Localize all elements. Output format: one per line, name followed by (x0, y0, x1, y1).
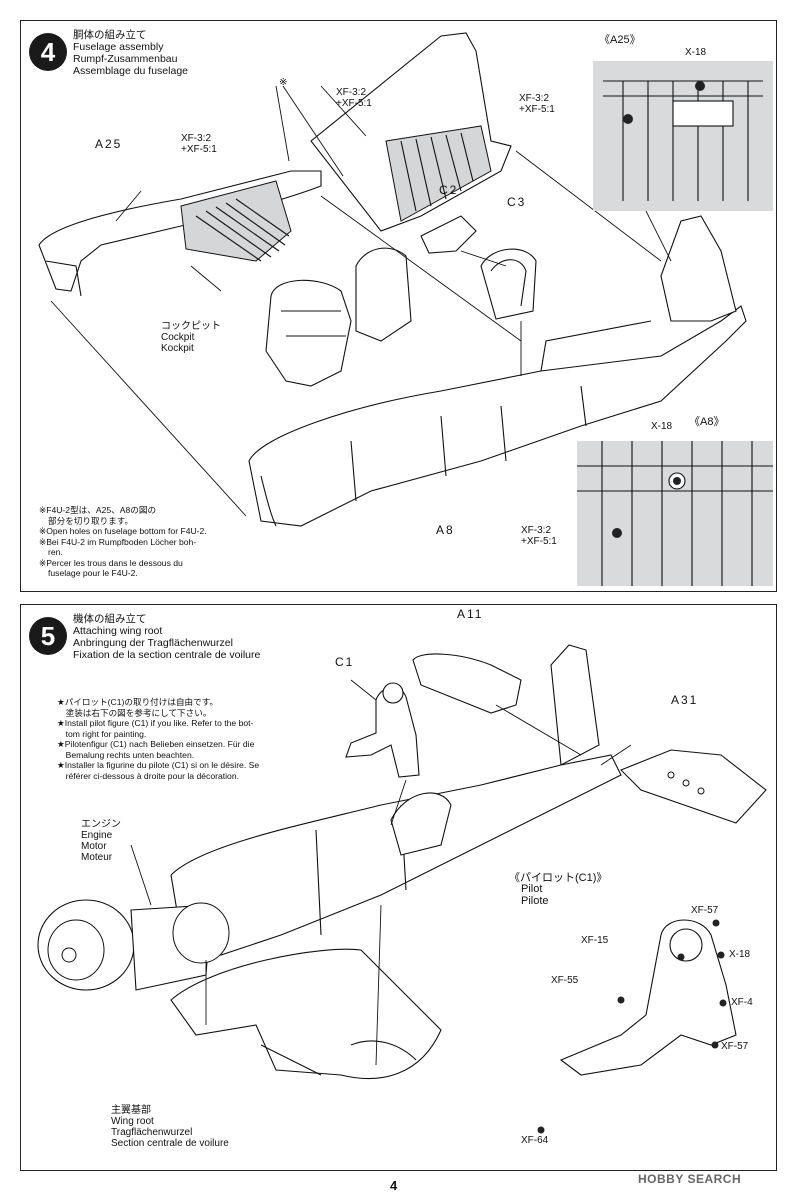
inset-a25-detail (593, 61, 773, 211)
pilot-label-en: Pilot (521, 883, 543, 895)
step-number-badge: 5 (29, 617, 67, 655)
title-jp: 機体の組み立て (73, 613, 147, 625)
wing-root-assembly-illustration (37, 644, 767, 1134)
cockpit-label-de: Kockpit (161, 343, 194, 354)
pilot-install-notes: ★パイロット(C1)の取り付けは自由です。 塗装は右下の図を参考にして下さい。 … (57, 697, 259, 781)
title-en: Attaching wing root (73, 625, 163, 637)
title-de: Rumpf-Zusammenbau (73, 53, 178, 65)
step-5-panel: 5 機体の組み立て Attaching wing root Anbringung… (20, 604, 777, 1171)
note-line: ※Percer les trous dans le dessous du (39, 557, 183, 568)
cockpit-label-jp: コックピット (161, 321, 221, 332)
note-line: ★パイロット(C1)の取り付けは自由です。 (57, 697, 219, 707)
note-line: ※Open holes on fuselage bottom for F4U-2… (39, 526, 207, 536)
wing-root-label: 主翼基部 Wing root Tragflächenwurzel Section… (111, 1105, 229, 1149)
note-line: fuselage pour le F4U-2. (48, 568, 138, 578)
paint-xf4: XF-4 (731, 997, 753, 1008)
wing-root-label-fr: Section centrale de voilure (111, 1138, 229, 1149)
note-line: référer ci-dessous à droite pour la déco… (57, 770, 239, 781)
title-fr: Assemblage du fuselage (73, 65, 188, 77)
pilot-detail-label: Pilot Pilote (521, 883, 549, 907)
part-label-a25: A25 (95, 137, 123, 151)
inset-a25-paint: XF-3:2 +XF-5:1 (519, 93, 555, 115)
part-label-c3: C3 (507, 195, 527, 209)
paint-xf57-bottom: XF-57 (721, 1041, 749, 1052)
note-line: tom right for painting. (57, 728, 147, 739)
note-line: 部分を切り取ります。 (48, 515, 134, 526)
title-en: Fuselage assembly (73, 41, 164, 53)
page-number: 4 (390, 1178, 398, 1193)
part-label-c1: C1 (335, 655, 355, 669)
wing-root-label-jp: 主翼基部 (111, 1105, 151, 1116)
engine-label-de: Motor (81, 841, 107, 852)
pilot-label-fr: Pilote (521, 895, 549, 907)
part-label-a8: A8 (436, 523, 455, 537)
title-fr: Fixation de la section centrale de voilu… (73, 649, 261, 661)
inset-a8-caption: 《A8》 (689, 416, 725, 428)
engine-label-en: Engine (81, 830, 113, 841)
wing-root-label-en: Wing root (111, 1116, 154, 1127)
note-line: ★Pilotenfigur (C1) nach Belieben einsetz… (57, 739, 255, 749)
step-number-badge: 4 (29, 33, 67, 71)
paint-callout-tail: XF-3:2 +XF-5:1 (336, 87, 372, 109)
f4u2-notes: ※F4U-2型は、A25、A8の図の 部分を切り取ります。 ※Open hole… (39, 505, 207, 579)
cockpit-label-en: Cockpit (161, 332, 195, 343)
note-line: 塗装は右下の図を参考にして下さい。 (57, 707, 212, 718)
inset-a25-caption: 《A25》 (599, 34, 641, 46)
note-line: ※F4U-2型は、A25、A8の図の (39, 505, 157, 515)
site-watermark: HOBBY SEARCH (638, 1172, 742, 1186)
part-label-a11: A11 (457, 607, 484, 621)
paint-callout-fuselage-left: XF-3:2 +XF-5:1 (181, 133, 217, 155)
paint-xf57-top: XF-57 (691, 905, 719, 916)
paint-x18: X-18 (729, 949, 751, 960)
title-jp: 胴体の組み立て (73, 29, 147, 41)
inset-a8-drawing (577, 441, 773, 586)
paint-xf55: XF-55 (551, 975, 579, 986)
note-line: ★Install pilot figure (C1) if you like. … (57, 718, 254, 728)
paint-xf15: XF-15 (581, 935, 609, 946)
inset-a25-drawing (593, 61, 773, 211)
cockpit-label: コックピット Cockpit Kockpit (161, 321, 221, 354)
pilot-detail-caption: 《パイロット(C1)》 (509, 872, 608, 884)
note-line: ren. (48, 547, 63, 557)
note-line: Bemalung rechts unten beachten. (57, 749, 195, 760)
step-title: 機体の組み立て Attaching wing root Anbringung d… (73, 613, 260, 661)
step-4-panel: 4 胴体の組み立て Fuselage assembly Rumpf-Zusamm… (20, 20, 777, 592)
engine-label-jp: エンジン (81, 819, 121, 830)
engine-label-fr: Moteur (81, 852, 113, 863)
fuselage-assembly-illustration (38, 32, 747, 527)
asterisk-mark: ※ (279, 77, 288, 88)
note-line: ★Installer la figurine du pilote (C1) si… (57, 760, 260, 770)
part-label-c2: C2 (439, 183, 459, 197)
inset-a8-x18: X-18 (651, 421, 673, 432)
inset-a8-paint: XF-3:2 +XF-5:1 (521, 525, 557, 547)
inset-a8-detail (577, 441, 773, 586)
wing-root-label-de: Tragflächenwurzel (111, 1127, 193, 1138)
note-line: ※Bei F4U-2 im Rumpfboden Löcher boh- (39, 536, 197, 547)
paint-xf64: XF-64 (521, 1135, 549, 1146)
step-title: 胴体の組み立て Fuselage assembly Rumpf-Zusammen… (73, 29, 188, 77)
title-de: Anbringung der Tragflächenwurzel (73, 637, 233, 649)
inset-a25-x18: X-18 (685, 47, 707, 58)
engine-label: エンジン Engine Motor Moteur (81, 819, 121, 863)
part-label-a31: A31 (671, 693, 699, 707)
